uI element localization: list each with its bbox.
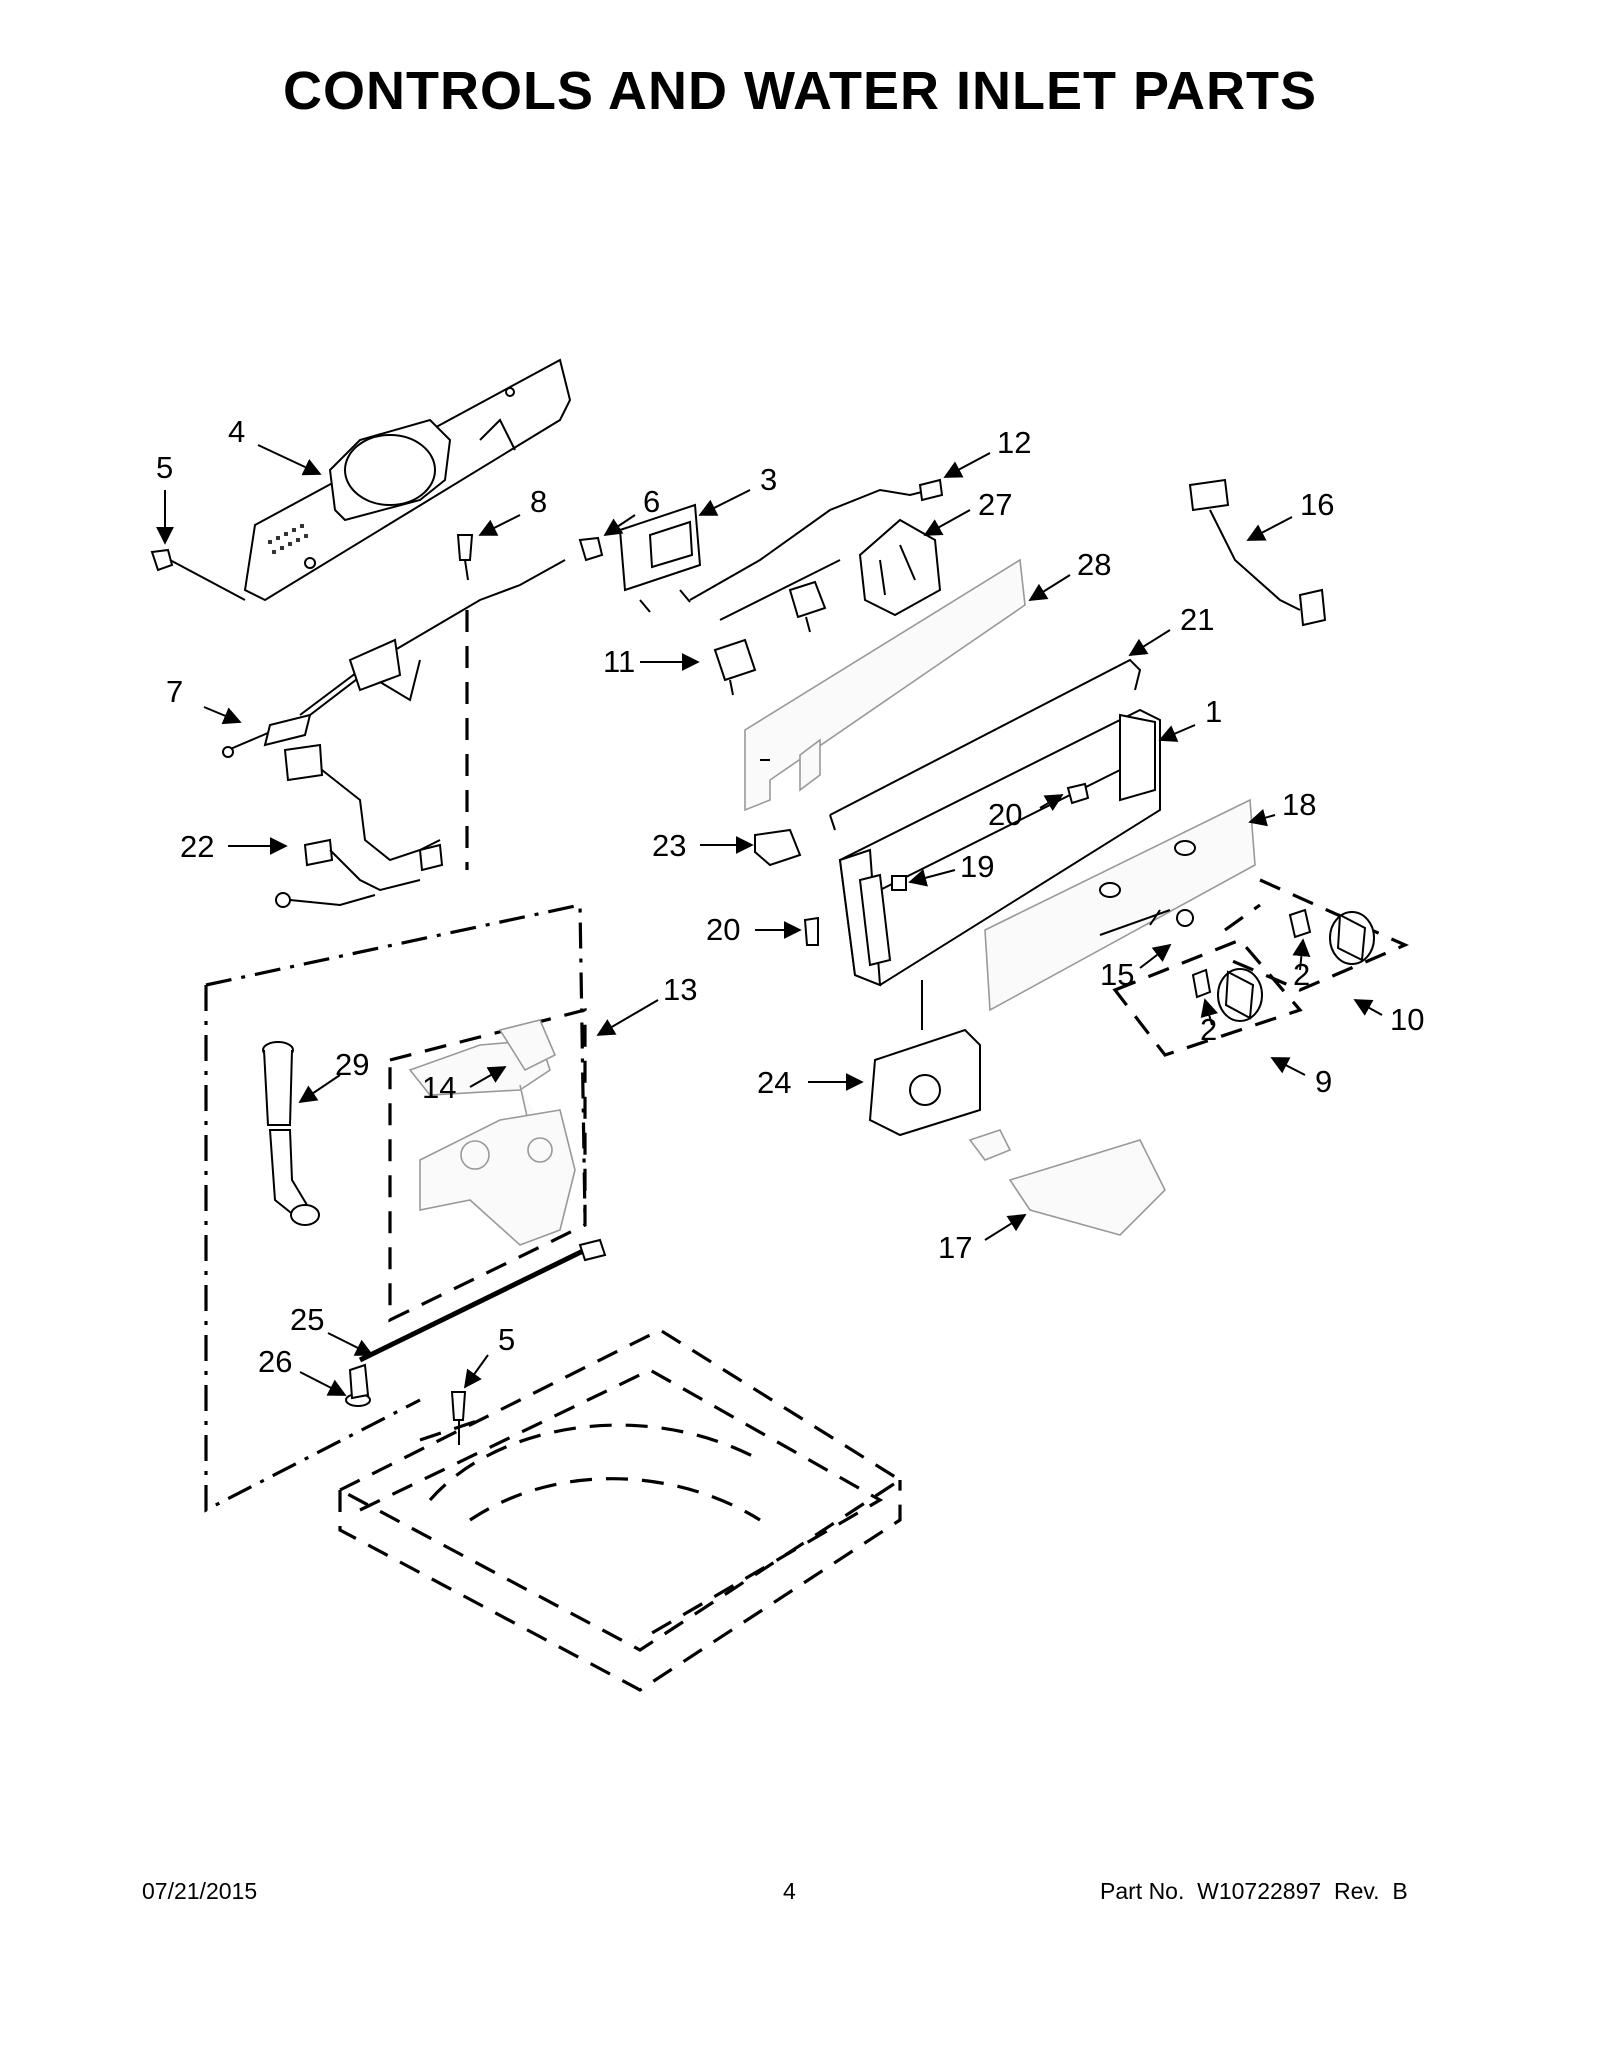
- part-23-lid-switch: [754, 828, 802, 867]
- part-6-screw: [578, 536, 604, 562]
- callout-20-lower: 20: [706, 912, 740, 947]
- part-7-wire-harness: [222, 559, 566, 758]
- part-5-screw-upper: [150, 548, 246, 601]
- callout-8: 8: [530, 484, 547, 519]
- part-2-knob-insert-right: [1288, 908, 1312, 939]
- part-8-screw: [456, 534, 474, 581]
- part-22-wire-harness: [275, 743, 444, 908]
- part-11-switch-left: [713, 638, 757, 696]
- callout-13: 13: [663, 972, 697, 1007]
- callout-18: 18: [1282, 787, 1316, 822]
- part-17-circuit-board: [968, 1129, 1166, 1236]
- assembly-lines: [204, 610, 1409, 1513]
- part-9-knob-left: [1217, 968, 1263, 1022]
- part-3-control-board: [618, 503, 702, 613]
- callout-2-right: 2: [1293, 957, 1310, 992]
- part-27-bracket: [858, 518, 942, 617]
- callout-26: 26: [258, 1344, 292, 1379]
- footer-date: 07/21/2015: [142, 1878, 258, 1904]
- part-24-control-module: [868, 980, 981, 1137]
- part-16-wire-harness: [1188, 478, 1327, 627]
- part-19-clip: [891, 875, 907, 891]
- callout-1: 1: [1205, 694, 1222, 729]
- callout-29: 29: [335, 1047, 369, 1082]
- part-26-grommet: [345, 1363, 371, 1407]
- callout-6: 6: [643, 484, 660, 519]
- callout-3: 3: [760, 462, 777, 497]
- callout-21: 21: [1180, 602, 1214, 637]
- part-1-console: [838, 708, 1161, 987]
- part-12-wire-harness: [689, 478, 944, 621]
- part-4-rear-panel: [243, 358, 572, 602]
- part-28-console-rear: [744, 558, 1026, 812]
- footer-page-number: 4: [783, 1878, 796, 1904]
- part-13-valve-assembly: [419, 1109, 576, 1246]
- part-11-switch-right: [788, 580, 827, 633]
- part-21-frame: [829, 658, 1142, 831]
- part-29-hose: [262, 1041, 320, 1226]
- callout-10: 10: [1390, 1002, 1424, 1037]
- callout-11: 11: [603, 644, 635, 679]
- washer-top-cover: [336, 1328, 903, 1692]
- part-10-knob-right: [1329, 911, 1375, 965]
- callout-5-lower: 5: [498, 1322, 515, 1357]
- part-20-screw-upper: [1066, 782, 1090, 805]
- callout-28: 28: [1077, 547, 1111, 582]
- callout-labels: 4 5 8 6 3 12 27 28 16 21 1 18 20 19 20 2…: [156, 414, 1424, 1379]
- callout-12: 12: [997, 425, 1031, 460]
- part-15-led-board: [1099, 909, 1194, 936]
- part-25-tube: [358, 1238, 607, 1363]
- callout-24: 24: [757, 1065, 791, 1100]
- part-18-overlay: [984, 798, 1256, 1012]
- callout-7: 7: [166, 674, 183, 709]
- callout-9: 9: [1315, 1064, 1332, 1099]
- callout-19: 19: [960, 849, 994, 884]
- callout-22: 22: [180, 829, 214, 864]
- page-title: CONTROLS AND WATER INLET PARTS: [283, 61, 1317, 121]
- callout-20-upper: 20: [988, 797, 1022, 832]
- callout-2-left: 2: [1200, 1012, 1217, 1047]
- part-2-knob-insert-left: [1191, 968, 1212, 999]
- callout-23: 23: [652, 828, 686, 863]
- callout-leaders: [156, 444, 1383, 1396]
- callout-15: 15: [1100, 957, 1134, 992]
- callout-5-upper: 5: [156, 450, 173, 485]
- callout-27: 27: [978, 487, 1012, 522]
- callout-16: 16: [1300, 487, 1334, 522]
- footer-part-number: Part No. W10722897 Rev. B: [1100, 1878, 1408, 1904]
- callout-14: 14: [422, 1070, 456, 1105]
- callout-4: 4: [228, 414, 245, 449]
- callout-25: 25: [290, 1302, 324, 1337]
- part-5-screw-lower: [450, 1391, 467, 1445]
- part-20-screw-lower: [803, 916, 819, 946]
- callout-17: 17: [938, 1230, 972, 1265]
